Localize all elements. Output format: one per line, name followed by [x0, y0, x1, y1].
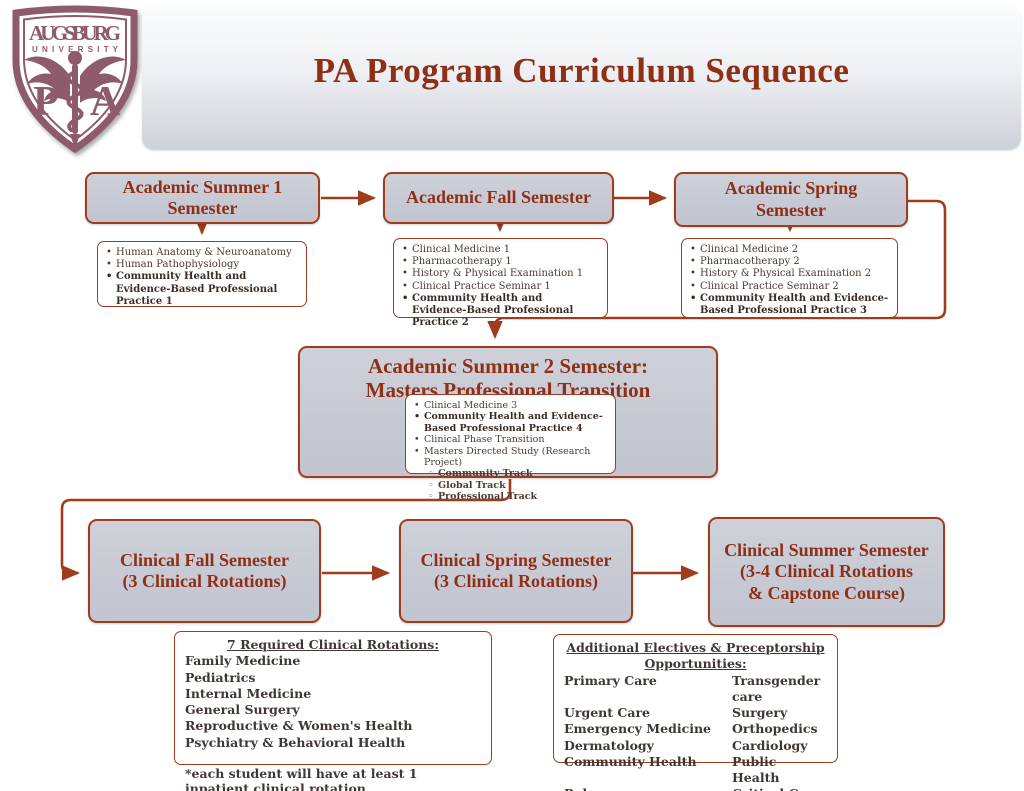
- course-item: •Clinical Medicine 3: [414, 400, 518, 411]
- courses-academic-summer2: •Clinical Medicine 3•Community Health an…: [405, 394, 616, 502]
- bullet-icon: •: [690, 280, 696, 292]
- courses-academic-fall: •Clinical Medicine 1•Pharmacotherapy 1•H…: [393, 238, 608, 328]
- logo-letter-p: P: [33, 79, 59, 125]
- bullet-icon: •: [414, 400, 420, 411]
- caduceus-right-wing: [80, 56, 126, 103]
- course-item: •Masters Directed Study (Research Projec…: [414, 445, 591, 468]
- course-item: •History & Physical Examination 1: [402, 268, 584, 280]
- course-item: •Clinical Medicine 1: [402, 244, 511, 255]
- caduceus-point: [70, 134, 80, 149]
- bullet-icon: •: [106, 247, 112, 258]
- bullet-icon: •: [690, 256, 696, 268]
- logo-school-name: AUGSBURG: [29, 21, 121, 45]
- required-rotations-box: 7 Required Clinical Rotations: Family Me…: [174, 631, 492, 791]
- course-item: •Pharmacotherapy 1: [402, 256, 512, 268]
- list-item: Family Medicine: [185, 653, 301, 669]
- course-item: •Community Health and Evidence-Based Pro…: [690, 292, 889, 316]
- box-academic-fall-title: Academic Fall Semester: [406, 187, 591, 208]
- list-item: Psychiatry & Behavioral Health: [185, 734, 406, 750]
- box-clinical-summer: Clinical Summer Semester (3-4 Clinical R…: [708, 517, 945, 627]
- list-item: Internal Medicine: [185, 685, 312, 701]
- courses-academic-spring: •Clinical Medicine 2•Pharmacotherapy 2•H…: [681, 238, 898, 318]
- logo-university-label: U N I V E R S I T Y: [32, 45, 119, 54]
- course-item: ◦Community Track: [428, 468, 533, 480]
- list-item: Reproductive & Women's Health: [185, 718, 413, 734]
- box-clinical-fall: Clinical Fall Semester (3 Clinical Rotat…: [88, 519, 321, 623]
- course-item: •Human Anatomy & Neuroanatomy: [106, 247, 292, 258]
- bullet-icon: •: [414, 445, 420, 457]
- caduceus-left-wing: [24, 56, 70, 103]
- course-item: •Community Health and Evidence-Based Pro…: [106, 271, 278, 307]
- courses-academic-summer1: •Human Anatomy & Neuroanatomy•Human Path…: [97, 241, 307, 307]
- shield-caduceus-icon: AUGSBURG U N I V E R S I T Y P A: [12, 5, 138, 154]
- course-item: •Community Health and Evidence-Based Pro…: [414, 411, 603, 434]
- box-academic-summer1: Academic Summer 1 Semester: [85, 172, 320, 224]
- box-academic-spring: Academic Spring Semester: [674, 172, 908, 227]
- list-item: Pediatrics: [185, 669, 256, 685]
- required-rotations-title: 7 Required Clinical Rotations:: [227, 637, 439, 652]
- bullet-icon: •: [414, 434, 420, 446]
- box-clinical-spring: Clinical Spring Semester (3 Clinical Rot…: [399, 519, 633, 623]
- caduceus-snake: [66, 70, 84, 132]
- list-item: General Surgery: [185, 702, 300, 717]
- box-clinical-summer-title: Clinical Summer Semester (3-4 Clinical R…: [724, 540, 929, 603]
- course-item: •Clinical Practice Seminar 1: [402, 280, 551, 292]
- course-item: •Clinical Practice Seminar 2: [690, 280, 839, 292]
- required-rotations-note: *each student will have at least 1 inpat…: [185, 765, 418, 791]
- bullet-icon: •: [690, 244, 696, 255]
- box-academic-fall: Academic Fall Semester: [383, 172, 614, 224]
- bullet-icon: •: [690, 268, 696, 280]
- augsburg-pa-logo: AUGSBURG U N I V E R S I T Y P A: [6, 2, 144, 154]
- bullet-icon: ◦: [428, 491, 434, 503]
- course-item: •Human Pathophysiology: [106, 259, 240, 271]
- bullet-icon: •: [106, 271, 113, 283]
- electives-title: Additional Electives & Preceptorship Opp…: [566, 640, 825, 672]
- bullet-icon: •: [690, 292, 697, 304]
- list-item: PulmonaryCritical Care: [564, 786, 827, 791]
- bullet-icon: •: [402, 244, 408, 255]
- electives-box: Additional Electives & Preceptorship Opp…: [553, 634, 838, 791]
- box-academic-summer1-title: Academic Summer 1 Semester: [122, 176, 283, 218]
- box-clinical-spring-title: Clinical Spring Semester (3 Clinical Rot…: [420, 549, 612, 591]
- bullet-icon: •: [414, 411, 421, 423]
- caduceus-orb: [68, 51, 82, 65]
- bullet-icon: •: [402, 256, 408, 268]
- logo-letter-a: A: [90, 79, 121, 125]
- box-academic-spring-title: Academic Spring Semester: [724, 178, 858, 220]
- box-clinical-fall-title: Clinical Fall Semester (3 Clinical Rotat…: [120, 549, 289, 591]
- page-title: PA Program Curriculum Sequence: [313, 51, 850, 90]
- bullet-icon: •: [402, 268, 408, 280]
- course-item: •Pharmacotherapy 2: [690, 256, 800, 268]
- course-item: •Community Health and Evidence-Based Pro…: [402, 292, 574, 329]
- bullet-icon: ◦: [428, 479, 434, 491]
- bullet-icon: ◦: [428, 468, 434, 480]
- bullet-icon: •: [402, 280, 408, 292]
- bullet-icon: •: [402, 292, 409, 304]
- course-item: ◦Professional Track: [428, 491, 538, 503]
- course-item: •History & Physical Examination 2: [690, 268, 872, 280]
- course-item: ◦Global Track: [428, 479, 506, 491]
- bullet-icon: •: [106, 259, 112, 271]
- course-item: •Clinical Phase Transition: [414, 434, 545, 446]
- course-item: •Clinical Medicine 2: [690, 244, 799, 255]
- title-banner: PA Program Curriculum Sequence: [142, 6, 1021, 150]
